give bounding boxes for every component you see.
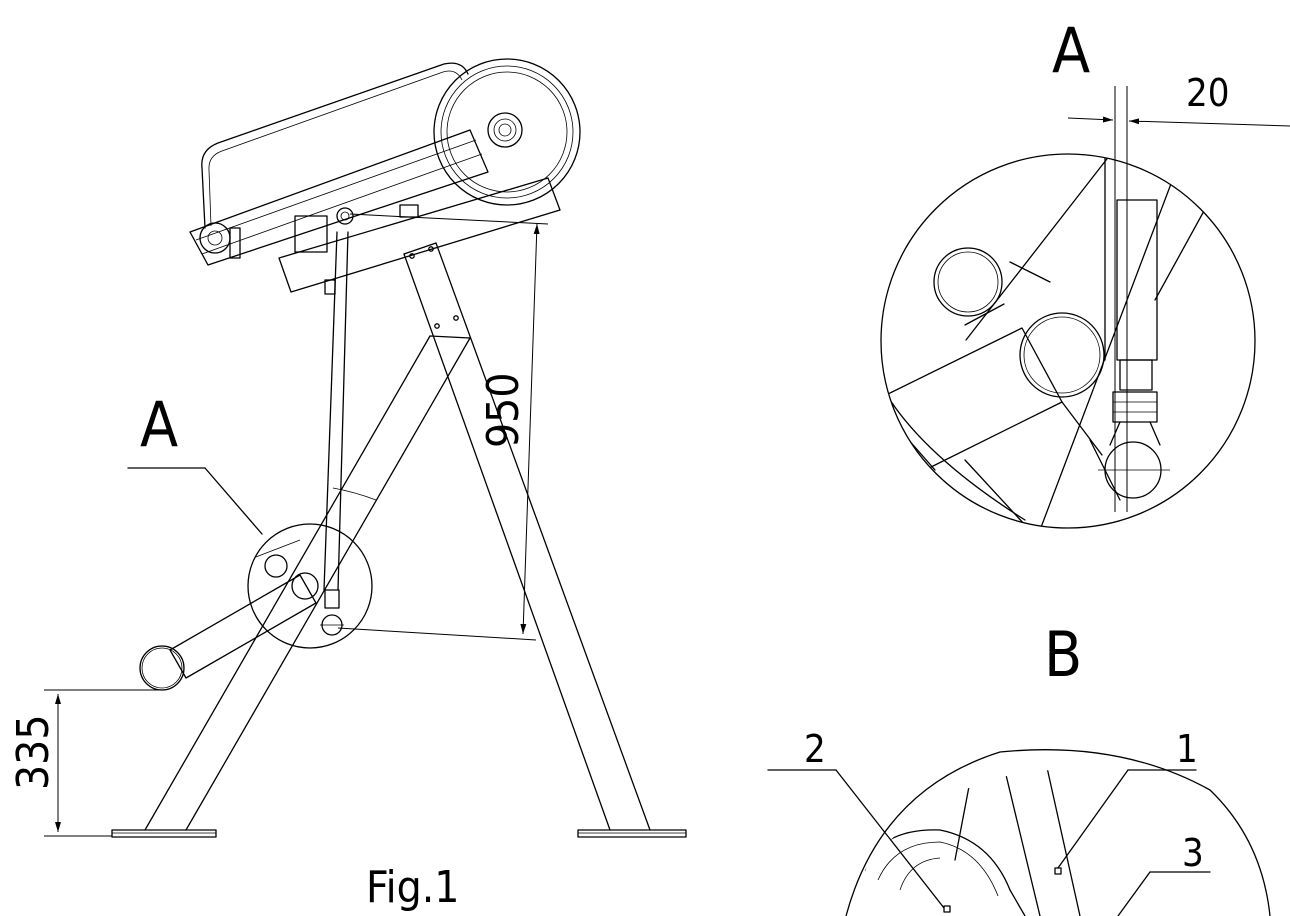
callout-1: 1: [1176, 727, 1198, 771]
dim-950-text: 950: [478, 372, 529, 448]
main-view: A 950 335 Fig.1: [8, 58, 687, 913]
detail-a-title: A: [1052, 14, 1090, 87]
dimension-335: 335: [8, 689, 162, 837]
detail-a-marker: A: [127, 388, 373, 649]
end-roller: [433, 58, 581, 206]
dim-335-text: 335: [8, 714, 59, 790]
detail-a-view: A 20: [880, 14, 1290, 529]
front-leg: [144, 335, 471, 831]
pad-end-knob: [199, 222, 241, 259]
dimension-950: 950: [337, 213, 549, 641]
detail-b-title: B: [1044, 618, 1082, 691]
foot-plate-left: [111, 829, 217, 838]
main-detail-label: A: [140, 388, 178, 461]
foot-plate-right: [577, 829, 687, 838]
adjustment-rod: [320, 231, 349, 636]
callout-3: 3: [1182, 831, 1204, 875]
pivot-bolt: [294, 204, 419, 295]
callout-2: 2: [804, 727, 826, 771]
dim-20-text: 20: [1186, 71, 1230, 115]
detail-b-view: B 2 1 3: [767, 618, 1271, 916]
back-pad: [189, 62, 489, 266]
top-bracket: [278, 177, 561, 293]
rear-leg: [403, 242, 651, 831]
leg-hold-arm: [139, 574, 317, 691]
figure-caption: Fig.1: [366, 862, 459, 913]
